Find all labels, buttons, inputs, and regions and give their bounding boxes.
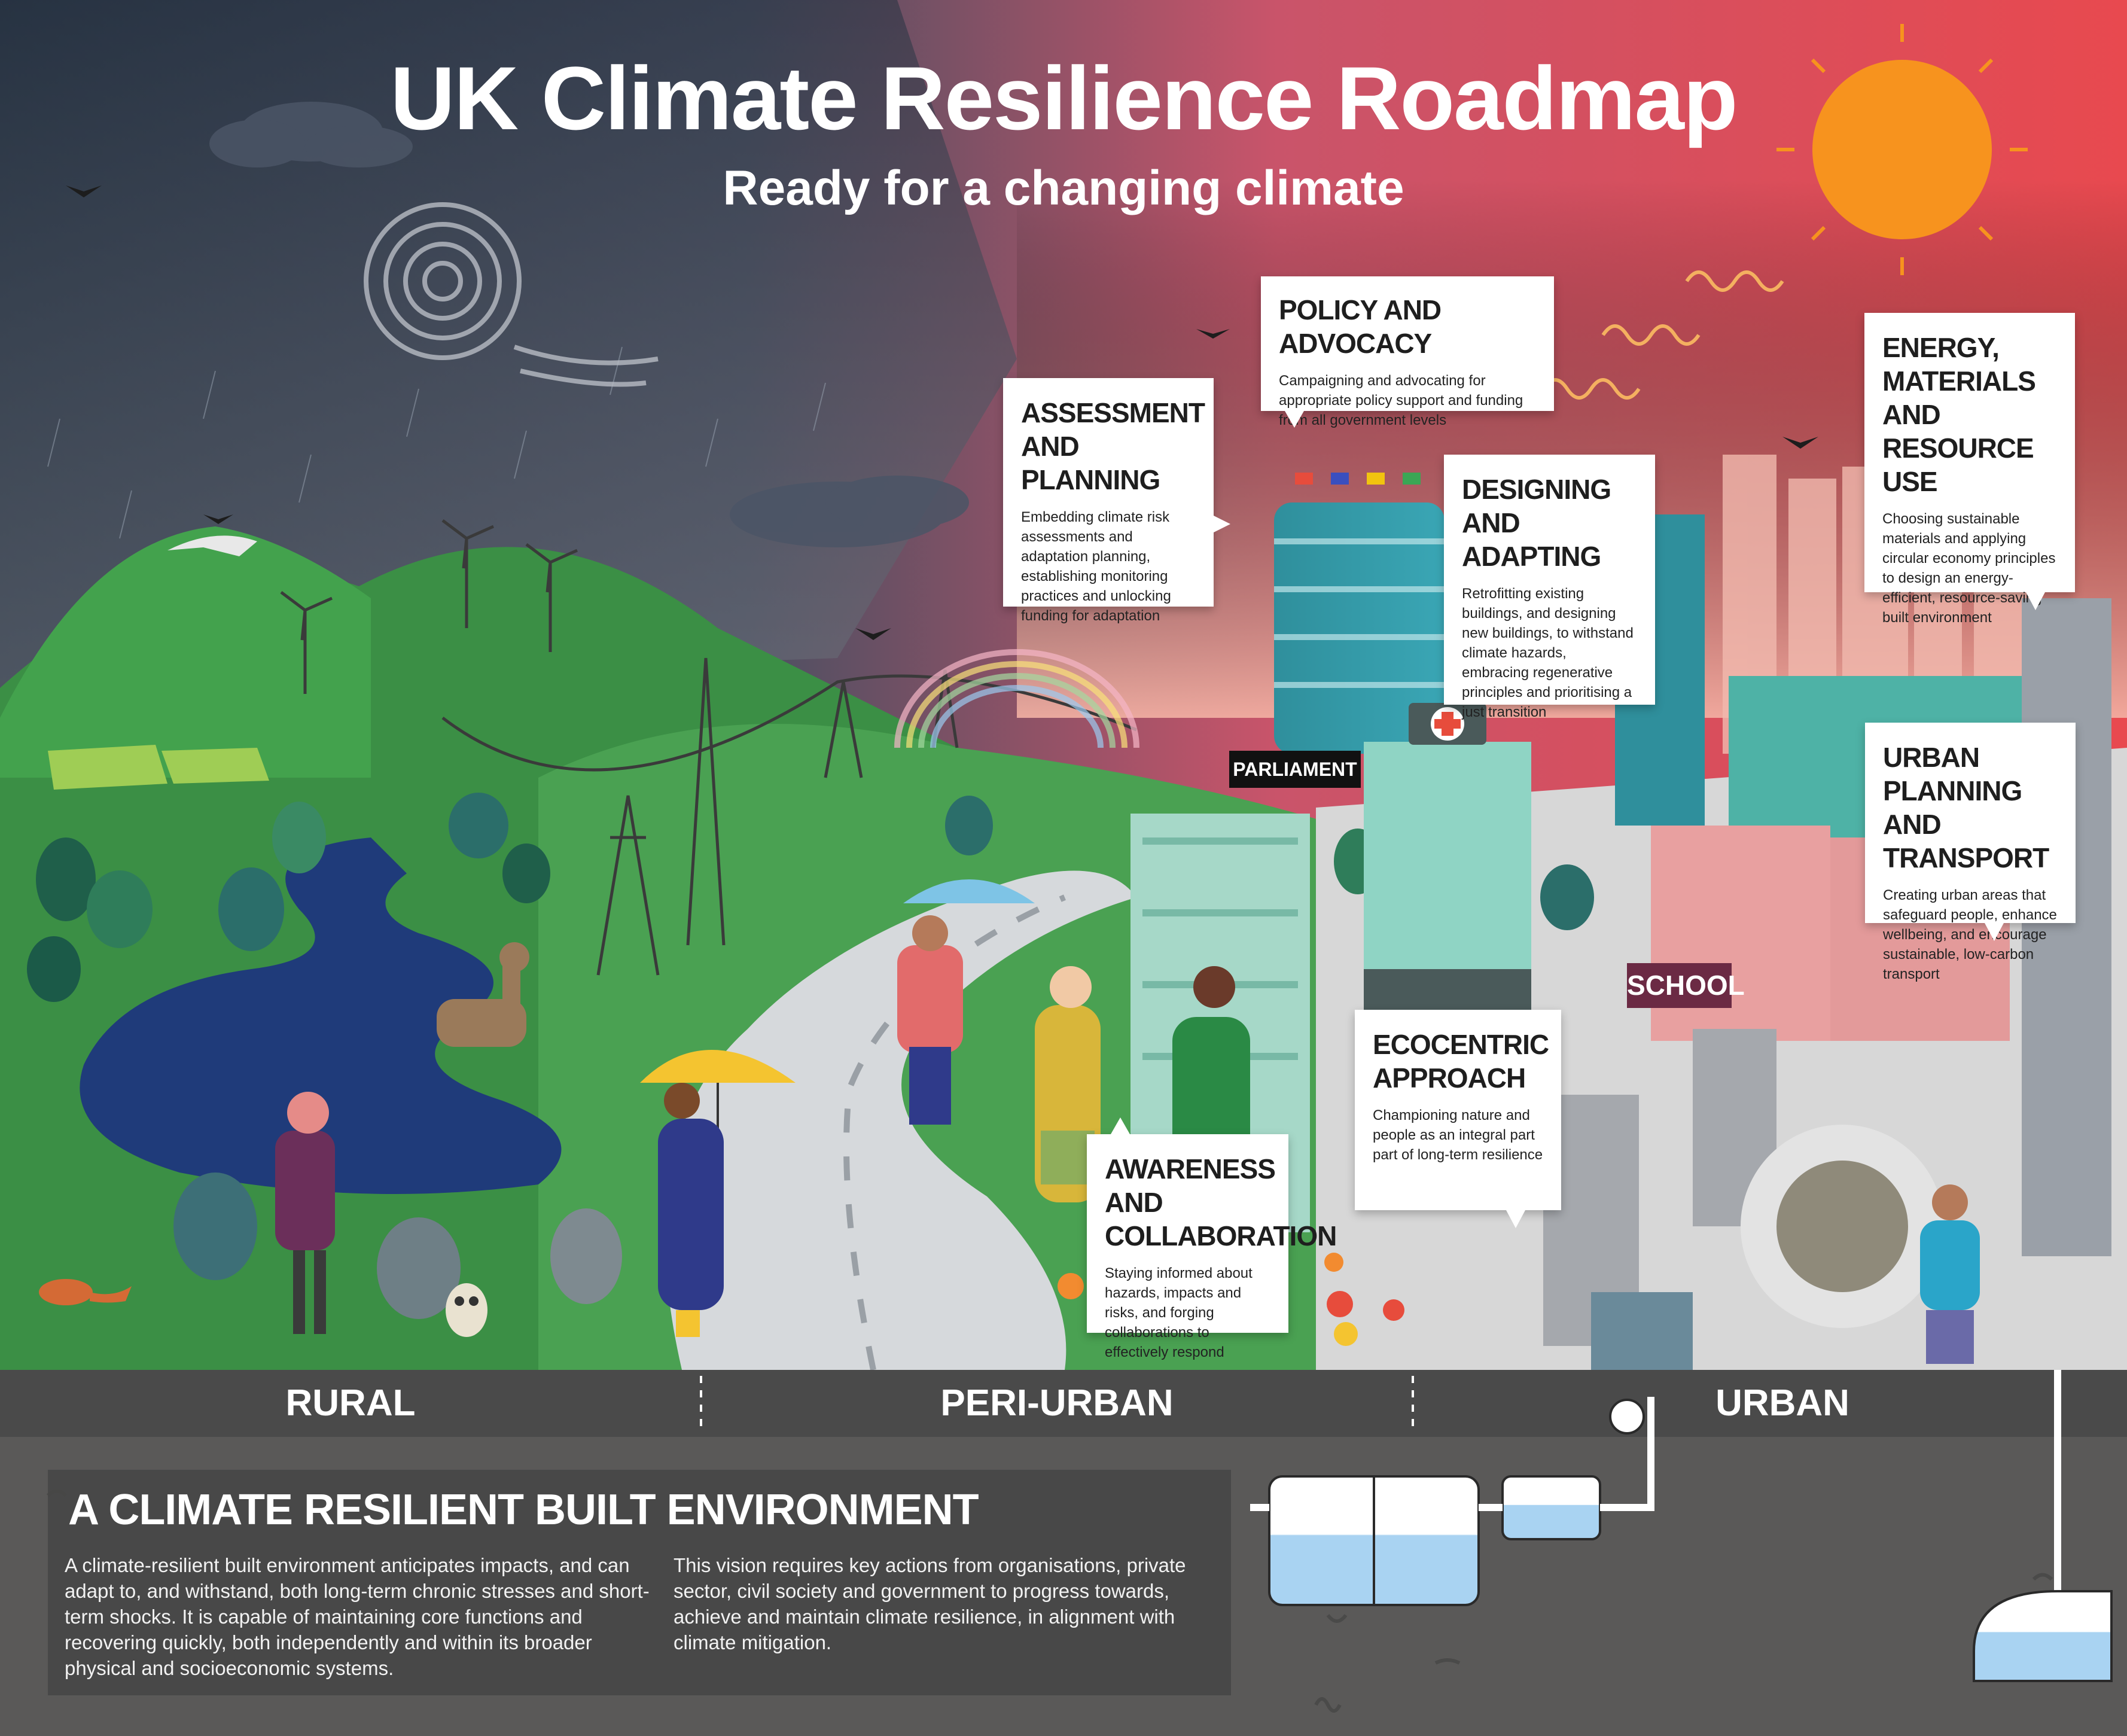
person-blue-umbrella — [897, 879, 1035, 1125]
info-text-definition: A climate-resilient built environment an… — [65, 1554, 650, 1679]
clouds — [209, 102, 969, 547]
card-assessment-and-planning: ASSESSMENT AND PLANNING Embedding climat… — [1003, 378, 1230, 624]
card-body: Creating urban areas that safeguard peop… — [1883, 887, 2057, 982]
road — [665, 870, 1136, 1370]
card-energy-materials-resource-use: ENERGY, MATERIALS AND RESOURCE USE Choos… — [1864, 313, 2075, 626]
roundabout — [1741, 1125, 1944, 1328]
card-awareness-and-collaboration: AWARENESS AND COLLABORATION Staying info… — [1087, 1117, 1337, 1360]
person-yellow-coat — [1035, 966, 1101, 1202]
card-body: Choosing sustainable materials and apply… — [1882, 511, 2056, 626]
zone-band — [0, 1370, 2127, 1437]
flags — [1295, 473, 1421, 485]
card-policy-and-advocacy: POLICY AND ADVOCACY Campaigning and advo… — [1261, 276, 1554, 428]
info-text-vision: This vision requires key actions from or… — [674, 1554, 1186, 1653]
hospital-tower — [1364, 703, 1531, 1029]
info-panel: A CLIMATE RESILIENT BUILT ENVIRONMENT A … — [48, 1470, 1231, 1695]
glass-tower — [1274, 473, 1445, 754]
card-designing-and-adapting: DESIGNING AND ADAPTING Retrofitting exis… — [1444, 455, 1655, 720]
people — [275, 879, 1980, 1364]
card-title: URBAN PLANNING AND TRANSPORT — [1883, 742, 2049, 873]
card-title: ASSESSMENT AND PLANNING — [1021, 397, 1205, 495]
card-title: ECOCENTRIC APPROACH — [1373, 1029, 1549, 1094]
school-sign: SCHOOL — [1627, 963, 1745, 1008]
info-title: A CLIMATE RESILIENT BUILT ENVIRONMENT — [68, 1486, 979, 1534]
person-yellow-umbrella — [640, 1050, 796, 1337]
card-title: ENERGY, MATERIALS AND RESOURCE USE — [1882, 332, 2036, 497]
zone-label-urban: URBAN — [1715, 1382, 1849, 1424]
person-scarf — [275, 1092, 335, 1334]
zone-label-rural: RURAL — [285, 1382, 416, 1424]
river — [80, 837, 562, 1194]
card-title: DESIGNING AND ADAPTING — [1462, 474, 1611, 572]
fox — [39, 1279, 132, 1305]
flowers — [1058, 1253, 1404, 1346]
water-well — [1973, 1590, 2113, 1682]
page-subtitle: Ready for a changing climate — [723, 161, 1404, 215]
parliament-sign: PARLIAMENT — [1229, 751, 1361, 788]
card-body: Campaigning and advocating for appropria… — [1279, 373, 1523, 428]
rainbow — [894, 649, 1139, 748]
card-body: Embedding climate risk assessments and a… — [1021, 509, 1171, 624]
zone-label-peri-urban: PERI-URBAN — [940, 1382, 1174, 1424]
wind-turbines — [280, 519, 578, 694]
urban-blocks — [1543, 1029, 1776, 1370]
water-tank-system — [1250, 1370, 2113, 1682]
mountain-left — [0, 526, 371, 778]
sun-icon — [1541, 24, 2028, 400]
card-title: POLICY AND ADVOCACY — [1279, 294, 1442, 359]
page-title: UK Climate Resilience Roadmap — [390, 48, 1738, 148]
card-title: AWARENESS AND COLLABORATION — [1105, 1153, 1337, 1251]
storm-spiral-icon — [364, 202, 659, 387]
card-body: Retrofitting existing buildings, and des… — [1462, 586, 1634, 720]
crop-fields — [48, 745, 269, 790]
card-urban-planning-and-transport: URBAN PLANNING AND TRANSPORT Creating ur… — [1865, 723, 2076, 982]
road-markings — [843, 894, 1066, 1371]
card-body: Staying informed about hazards, impacts … — [1105, 1265, 1253, 1360]
snow-cap — [167, 535, 257, 556]
card-body: Championing nature and people as an inte… — [1373, 1107, 1543, 1163]
person-blue-shirt — [1920, 1184, 1980, 1364]
owl — [446, 1283, 487, 1337]
card-ecocentric-approach: ECOCENTRIC APPROACH Championing nature a… — [1355, 1010, 1561, 1228]
zone-dividers — [700, 1376, 1414, 1433]
deer — [437, 942, 529, 1047]
